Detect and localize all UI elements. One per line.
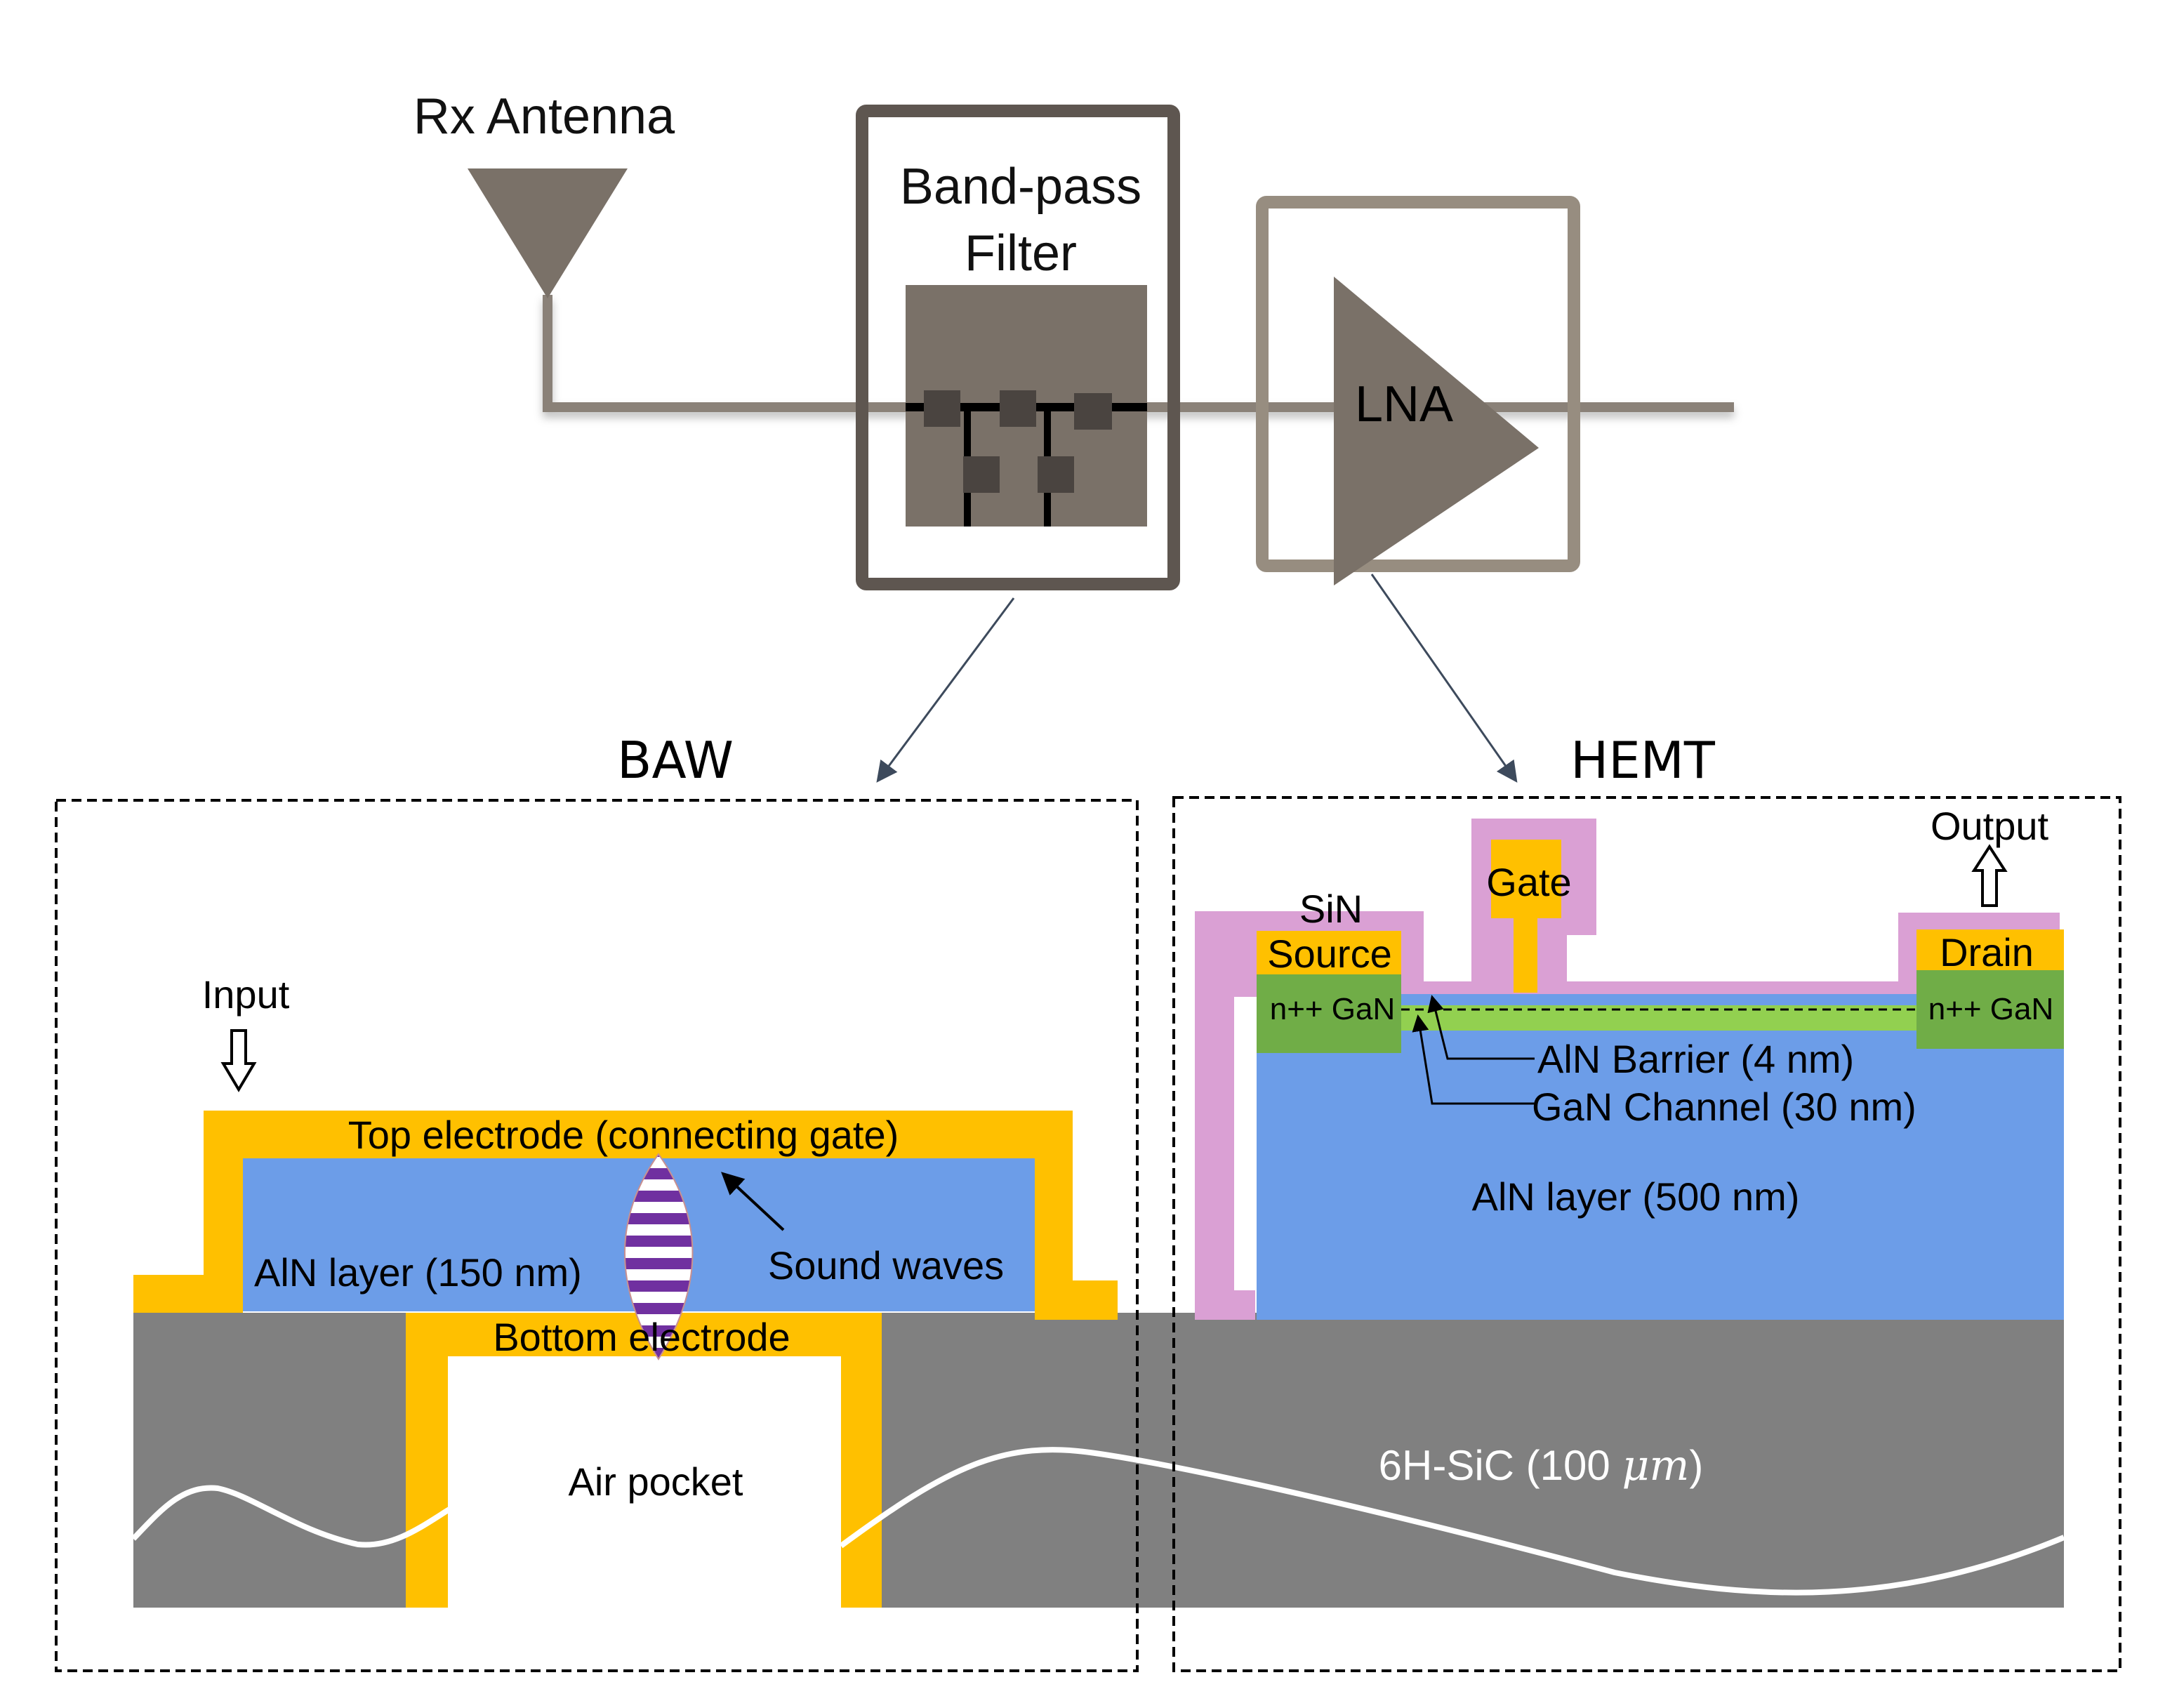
air-pocket (448, 1356, 841, 1608)
hemt-section: HEMT n++ GaN n++ GaN SiN Source Gate Dra… (1172, 731, 2121, 1672)
ngan-left-label: n++ GaN (1270, 992, 1396, 1026)
barrier-label: AlN Barrier (4 nm) (1537, 1037, 1854, 1081)
filter-to-baw-arrow (876, 597, 1015, 783)
baw-section: BAW Input Top electrode (connecting gate… (55, 731, 1139, 1672)
block-diagram: Rx Antenna Band-pass Filter LNA (413, 88, 1734, 783)
resonator-ladder-icon (906, 390, 1147, 527)
antenna-icon (468, 168, 628, 298)
substrate-label: 6H-SiC (100 μm) (1379, 1441, 1704, 1490)
bottom-electrode (406, 1313, 882, 1608)
sound-waves-pointer (721, 1172, 785, 1231)
top-electrode-label: Top electrode (connecting gate) (348, 1113, 899, 1157)
channel-callout-line (1412, 1014, 1535, 1105)
filter-label-line1: Band-pass (900, 159, 1141, 215)
ngan-right-label: n++ GaN (1928, 992, 2054, 1026)
baw-aln-label: AlN layer (150 nm) (254, 1250, 582, 1295)
drain-contact (1916, 929, 2064, 970)
filter-label-line2: Filter (965, 225, 1077, 282)
ngan-left (1257, 973, 1401, 1053)
baw-frame (55, 799, 1139, 1672)
amplifier-icon (1334, 277, 1539, 585)
channel-label: GaN Channel (30 nm) (1532, 1085, 1916, 1129)
bandpass-filter-block: Band-pass Filter (856, 105, 1180, 590)
ngan-right (1916, 969, 2064, 1049)
antenna-label: Rx Antenna (413, 88, 675, 145)
gate-label: Gate (1486, 860, 1571, 904)
air-pocket-label: Air pocket (569, 1459, 743, 1504)
hemt-aln-label: AlN layer (500 nm) (1472, 1174, 1800, 1219)
hemt-title: HEMT (1570, 731, 1716, 790)
lna-label: LNA (1355, 376, 1453, 432)
substrate-break-line (131, 1447, 2065, 1596)
barrier-callout-line (1427, 995, 1535, 1060)
source-label: Source (1267, 932, 1391, 976)
output-label: Output (1931, 804, 2049, 848)
sound-waves-label: Sound waves (768, 1243, 1004, 1287)
input-arrow-icon (220, 1029, 257, 1092)
sin-label: SiN (1299, 887, 1363, 931)
drain-label: Drain (1940, 930, 2034, 974)
lna-to-hemt-arrow (1370, 574, 1518, 783)
bottom-electrode-label: Bottom electrode (493, 1315, 790, 1359)
source-contact (1257, 931, 1401, 974)
gate-contact (1491, 840, 1561, 993)
hemt-frame (1172, 796, 2121, 1672)
top-electrode (133, 1111, 1118, 1320)
input-label: Input (202, 972, 290, 1017)
baw-title: BAW (617, 731, 734, 790)
sin-passivation (1195, 819, 2060, 1320)
lna-block: LNA (1256, 196, 1580, 585)
output-arrow-icon (1971, 844, 2008, 907)
